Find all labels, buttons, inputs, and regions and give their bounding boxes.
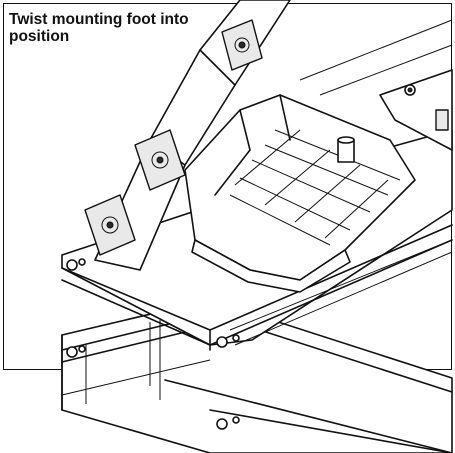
slotted-bar (84, 0, 291, 271)
bolt-tab (379, 69, 453, 151)
illustration-caption: Twist mounting foot into position (9, 11, 189, 45)
bolt-plate (84, 194, 136, 256)
mounting-foot (184, 94, 416, 293)
bolt-plate (221, 19, 263, 71)
lower-rail-profile (61, 299, 453, 453)
